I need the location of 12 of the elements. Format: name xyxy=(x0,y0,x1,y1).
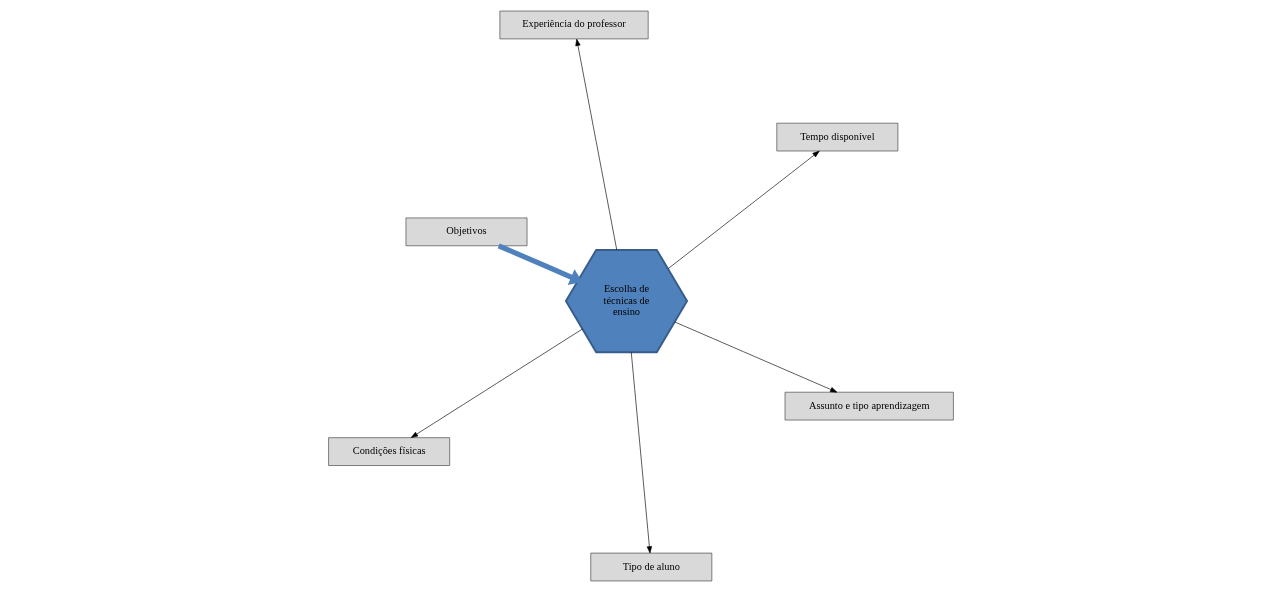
node-box: Assunto e tipo aprendizagem xyxy=(784,391,954,421)
arrow xyxy=(575,38,618,251)
node-box: Tempo disponível xyxy=(776,122,899,152)
node-box: Condições físicas xyxy=(328,437,451,466)
arrow xyxy=(497,243,583,285)
arrow xyxy=(630,352,652,554)
arrow xyxy=(674,321,838,393)
node-box: Tipo de aluno xyxy=(590,552,713,582)
arrow xyxy=(667,150,820,269)
node-box: Experiência do professor xyxy=(499,10,649,40)
node-box: Objetivos xyxy=(405,217,528,247)
arrow xyxy=(410,328,583,438)
